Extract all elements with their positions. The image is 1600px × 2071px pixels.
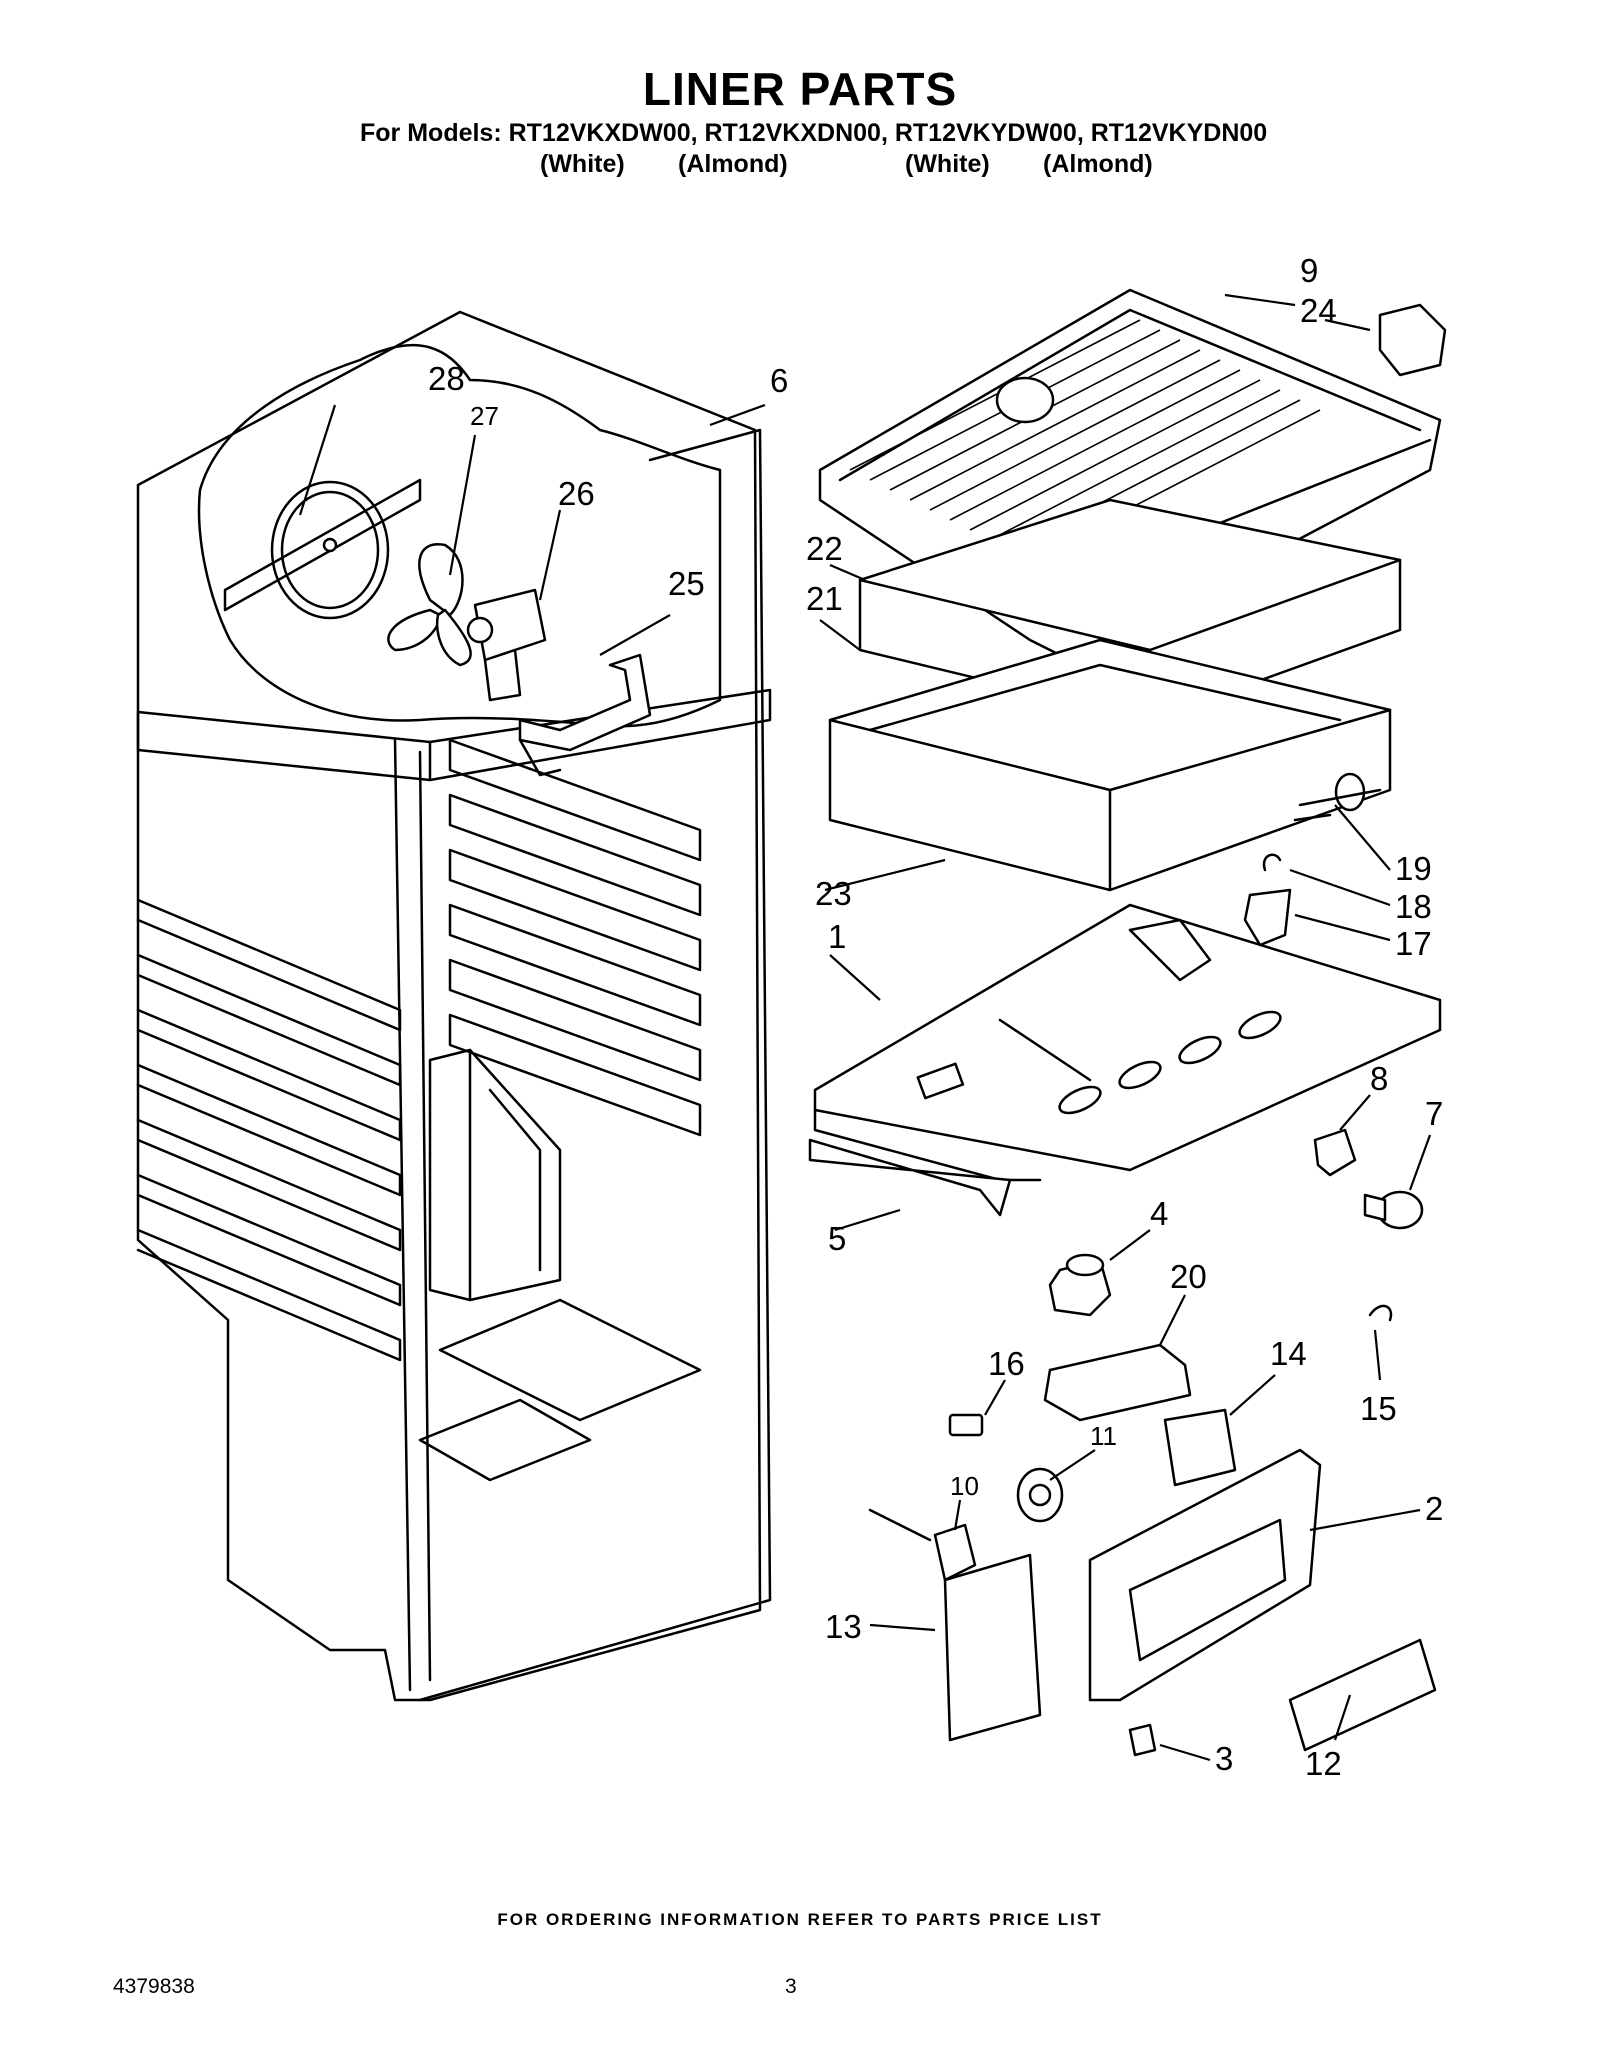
callout-6: 6 [770,362,788,399]
callout-10: 10 [950,1471,979,1501]
callout-15: 15 [1360,1390,1397,1427]
model-color-2: (Almond) [678,150,788,178]
callout-16: 16 [988,1345,1025,1382]
callout-25: 25 [668,565,705,602]
callout-11: 11 [1090,1421,1117,1451]
callout-24: 24 [1300,292,1337,329]
callout-1: 1 [828,918,846,955]
callout-22: 22 [806,530,843,567]
callout-labels: 28 27 26 25 6 9 24 22 21 23 1 5 19 18 17… [428,252,1443,1782]
callout-5: 5 [828,1220,846,1257]
callout-20: 20 [1170,1258,1207,1295]
callout-23: 23 [815,875,852,912]
callout-27: 27 [470,401,499,431]
callout-3: 3 [1215,1740,1233,1777]
model-color-4: (Almond) [1043,150,1153,178]
models-line: For Models: RT12VKXDW00, RT12VKXDN00, RT… [360,119,1268,147]
ordering-note: FOR ORDERING INFORMATION REFER TO PARTS … [497,1910,1103,1929]
callout-9: 9 [1300,252,1318,289]
callout-21: 21 [806,580,843,617]
callout-14: 14 [1270,1335,1307,1372]
callout-4: 4 [1150,1195,1168,1232]
callout-17: 17 [1395,925,1432,962]
callout-2: 2 [1425,1490,1443,1527]
model-color-3: (White) [905,150,990,178]
document-number: 4379838 [113,1975,195,1998]
callout-13: 13 [825,1608,862,1645]
callout-19: 19 [1395,850,1432,887]
callout-8: 8 [1370,1060,1388,1097]
callout-12: 12 [1305,1745,1342,1782]
callout-18: 18 [1395,888,1432,925]
small-parts [868,303,1447,1757]
model-color-1: (White) [540,150,625,178]
freezer-shelf-assembly [808,288,1442,1217]
callout-7: 7 [1425,1095,1443,1132]
liner-cabinet [136,310,772,1702]
leader-lines [298,293,1432,1762]
page-title: LINER PARTS [642,63,958,115]
page-number: 3 [785,1975,797,1998]
callout-28: 28 [428,360,465,397]
callout-26: 26 [558,475,595,512]
